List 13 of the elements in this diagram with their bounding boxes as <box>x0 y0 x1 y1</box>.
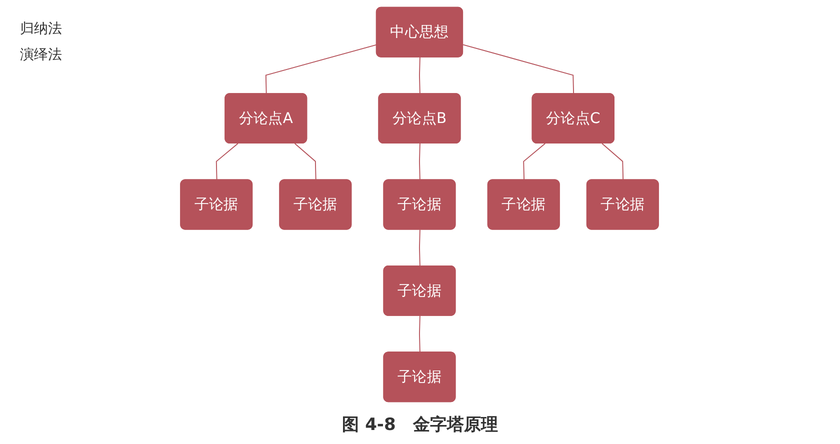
figure-caption: 图 4-8 金字塔原理 <box>342 414 498 436</box>
connector <box>216 143 239 181</box>
connector <box>420 315 421 354</box>
connector <box>420 56 421 94</box>
connector <box>524 143 546 181</box>
connector <box>602 143 624 181</box>
connector <box>463 44 575 94</box>
connector <box>294 143 317 181</box>
connector <box>266 44 378 94</box>
connector <box>420 229 421 267</box>
connector <box>420 143 421 181</box>
note-text: 归纳法 <box>20 20 62 38</box>
note-text: 演绎法 <box>20 46 62 64</box>
